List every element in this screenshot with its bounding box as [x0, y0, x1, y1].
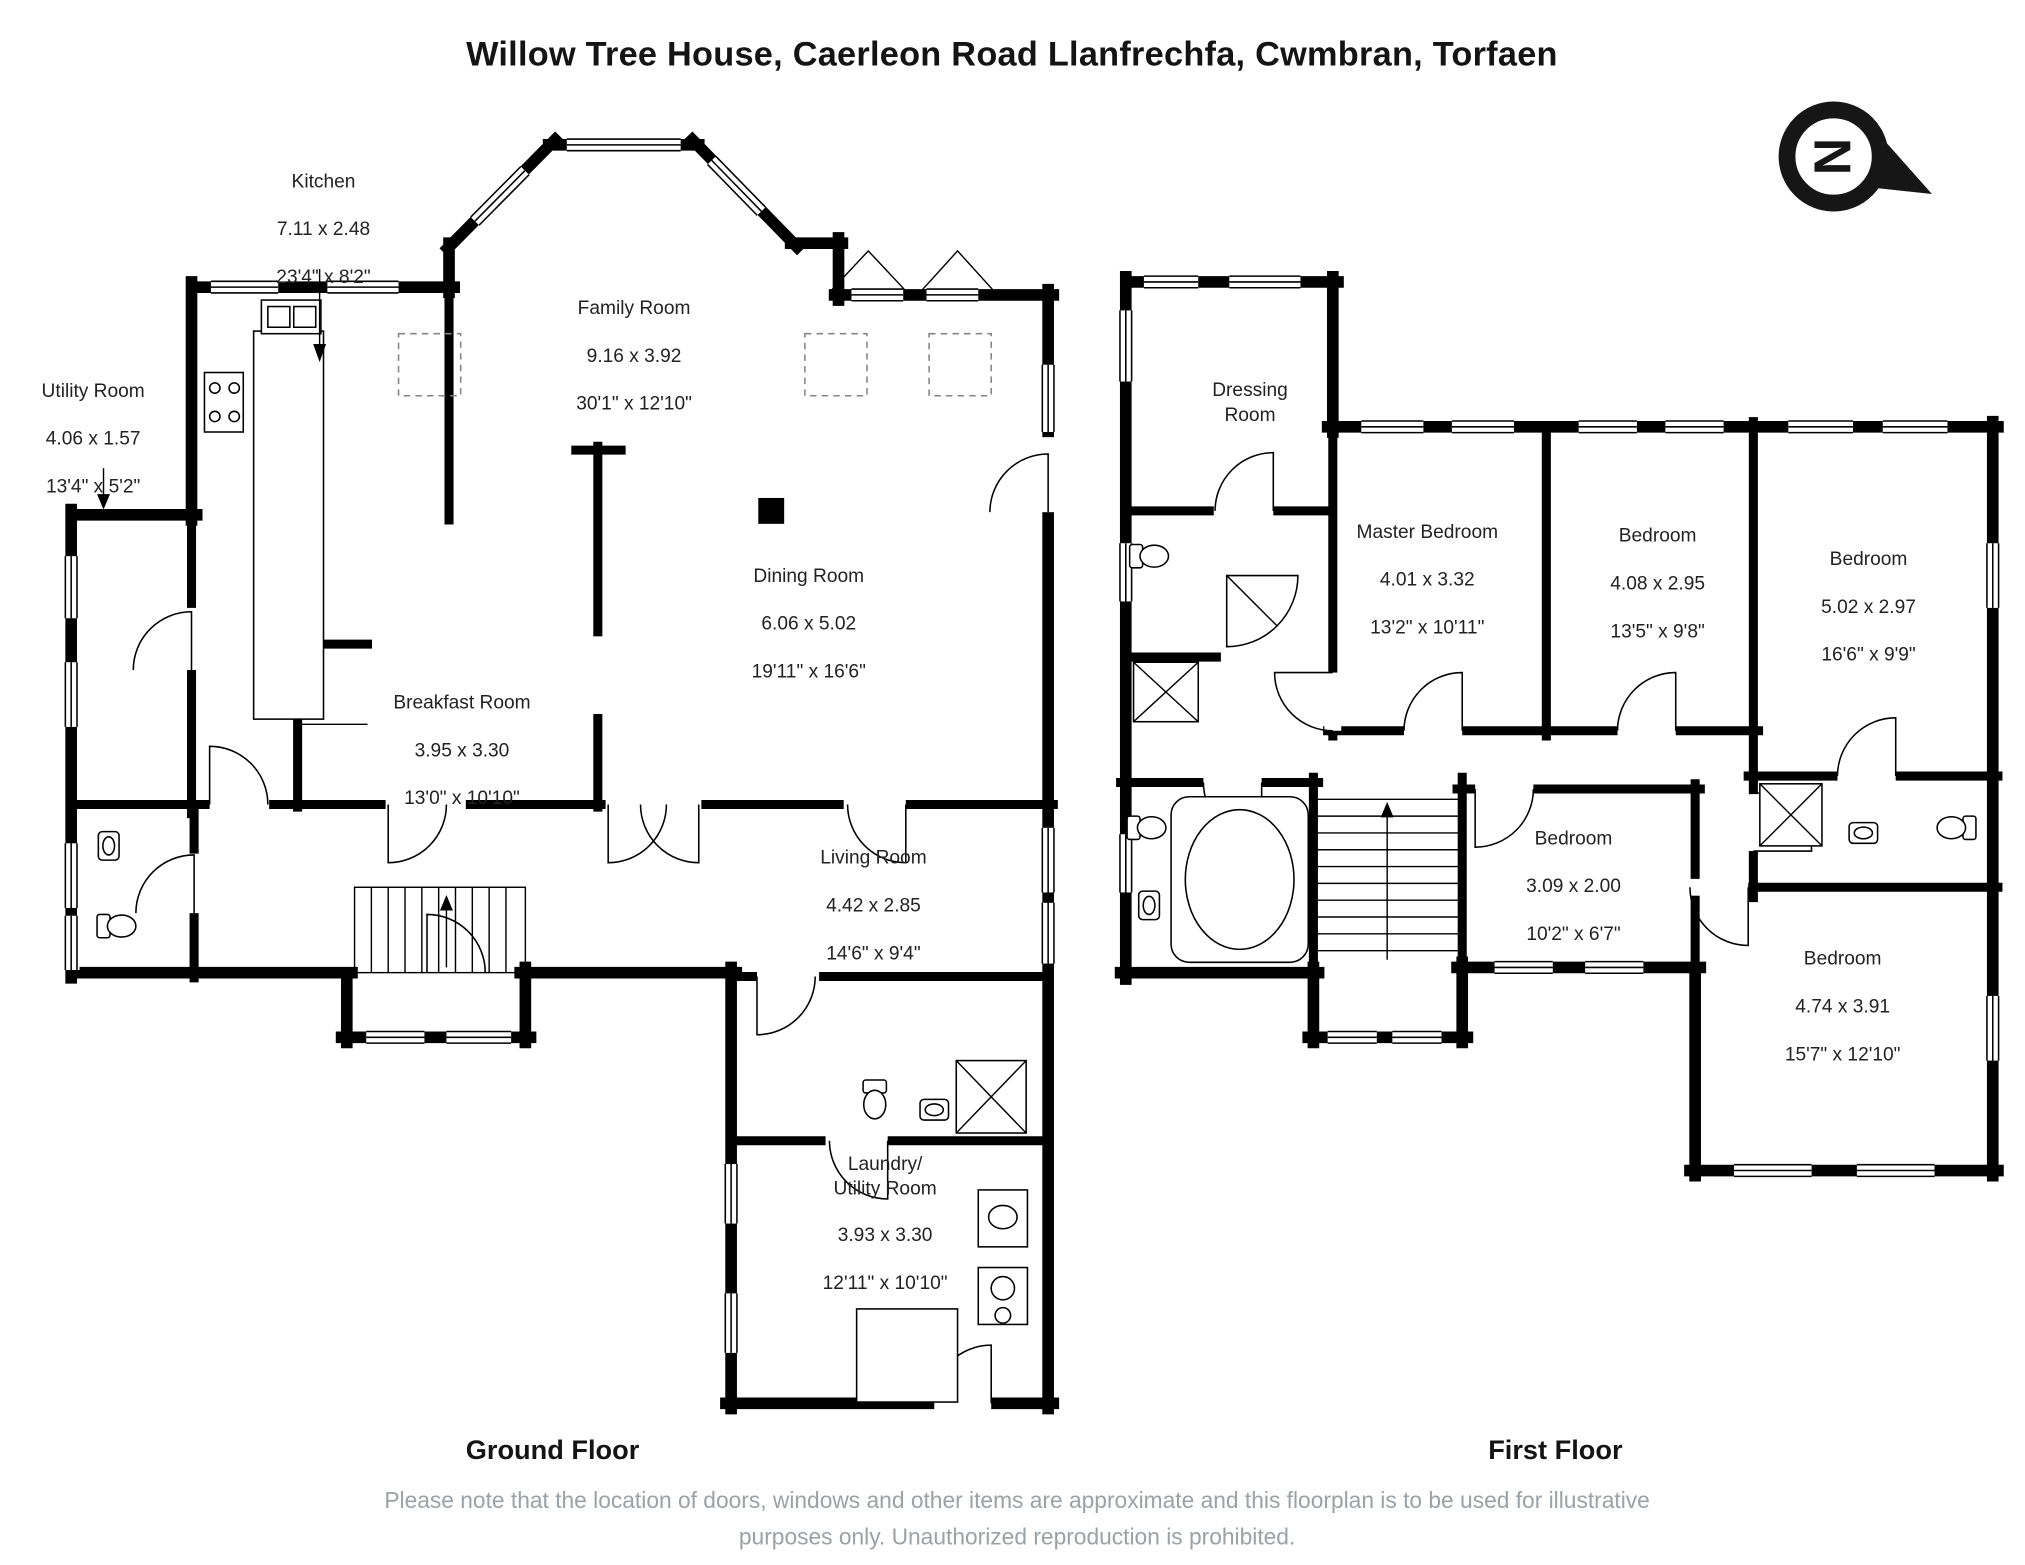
room-label-laundry: Laundry/ Utility Room 3.93 x 3.30 12'11"…	[823, 1130, 948, 1320]
room-imperial: 16'6" x 9'9"	[1821, 644, 1916, 666]
room-metric: 4.74 x 3.91	[1795, 996, 1891, 1018]
first-stairs	[1313, 798, 1463, 960]
room-name: Bedroom	[1803, 949, 1882, 971]
room-label-bedroom-5: Bedroom 4.74 x 3.91 15'7" x 12'10"	[1785, 925, 1901, 1091]
sink-icon	[1137, 890, 1161, 921]
room-imperial: 10'2" x 6'7"	[1526, 924, 1621, 945]
toilet-icon	[1126, 815, 1167, 841]
kitchen-island	[252, 330, 325, 720]
disclaimer-line-1: Please note that the location of doors, …	[384, 1487, 1650, 1514]
first-door-openings	[1203, 502, 1896, 896]
room-name: Utility Room	[41, 381, 145, 403]
room-label-bedroom-3: Bedroom 5.02 x 2.97 16'6" x 9'9"	[1821, 525, 1916, 691]
rooflight	[804, 332, 868, 397]
room-metric: 4.06 x 1.57	[45, 429, 141, 450]
sink-icon	[919, 1098, 950, 1121]
room-name: Family Room	[577, 298, 691, 320]
room-name: Dressing Room	[1212, 381, 1288, 426]
first-walls	[1114, 270, 2004, 1182]
toilet-icon	[1936, 815, 1977, 841]
roof-gables	[828, 249, 996, 293]
room-name: Kitchen	[291, 172, 356, 193]
room-name: Laundry/ Utility Room	[833, 1154, 937, 1200]
room-metric: 5.02 x 2.97	[1821, 597, 1916, 619]
room-name: Living Room	[820, 848, 927, 870]
room-metric: 4.42 x 2.85	[826, 896, 921, 917]
room-imperial: 13'2" x 10'11"	[1370, 617, 1485, 639]
room-imperial: 23'4" x 8'2"	[276, 267, 371, 288]
ground-fixtures	[96, 249, 1029, 1403]
room-metric: 7.11 x 2.48	[276, 219, 371, 241]
room-imperial: 13'4" x 5'2"	[45, 476, 141, 498]
utility-label-arrow	[97, 468, 110, 510]
first-fixtures	[1126, 543, 1977, 964]
ensuite-shower-icon	[1759, 783, 1823, 847]
room-metric: 4.08 x 2.95	[1610, 574, 1705, 595]
room-imperial: 13'5" x 9'8"	[1610, 621, 1705, 643]
corner-shower-icon	[1225, 574, 1299, 648]
north-compass-icon: N	[1778, 101, 1932, 212]
disclaimer-line-2: purposes only. Unauthorized reproduction…	[738, 1523, 1296, 1550]
toilet-icon	[96, 913, 137, 939]
room-metric: 3.09 x 2.00	[1526, 876, 1621, 898]
ground-stairs	[353, 886, 527, 974]
pillar	[758, 497, 785, 524]
compass-north-letter: N	[1803, 138, 1861, 175]
ground-floor-plan	[61, 131, 1060, 1415]
room-imperial: 14'6" x 9'4"	[826, 943, 921, 965]
room-label-family: Family Room 9.16 x 3.92 30'1" x 12'10"	[576, 274, 692, 440]
ground-floor-caption: Ground Floor	[465, 1435, 640, 1466]
room-metric: 3.95 x 3.30	[414, 740, 510, 762]
laundry-appliances	[855, 1189, 1029, 1403]
shower-icon	[955, 1059, 1027, 1134]
sink-icon	[97, 830, 120, 861]
room-label-breakfast: Breakfast Room 3.95 x 3.30 13'0" x 10'10…	[393, 668, 530, 834]
room-imperial: 15'7" x 12'10"	[1784, 1044, 1901, 1066]
toilet-icon	[862, 1079, 888, 1120]
room-label-dressing: Dressing Room	[1212, 356, 1288, 451]
stove-icon	[203, 371, 245, 433]
first-floor-caption: First Floor	[1488, 1435, 1623, 1466]
room-metric: 3.93 x 3.30	[837, 1226, 933, 1247]
room-metric: 6.06 x 5.02	[761, 614, 857, 635]
rooflight	[928, 332, 992, 397]
room-label-utility: Utility Room 4.06 x 1.57 13'4" x 5'2"	[42, 357, 145, 523]
room-label-kitchen: Kitchen 7.11 x 2.48 23'4" x 8'2"	[276, 147, 370, 313]
room-metric: 4.01 x 3.32	[1379, 570, 1475, 591]
cupboard-icon	[1132, 661, 1200, 723]
first-floor-plan	[1114, 270, 2004, 1182]
room-imperial: 30'1" x 12'10"	[576, 393, 692, 415]
room-imperial: 19'11" x 16'6"	[751, 661, 866, 683]
rooflight	[397, 332, 462, 397]
room-name: Bedroom	[1534, 829, 1613, 850]
room-label-living: Living Room 4.42 x 2.85 14'6" x 9'4"	[820, 824, 926, 990]
room-name: Bedroom	[1618, 526, 1697, 548]
room-name: Breakfast Room	[393, 693, 531, 715]
room-label-bedroom-4: Bedroom 3.09 x 2.00 10'2" x 6'7"	[1526, 804, 1621, 970]
room-label-master-bedroom: Master Bedroom 4.01 x 3.32 13'2" x 10'11…	[1357, 498, 1499, 664]
room-name: Bedroom	[1829, 549, 1908, 571]
kitchen-label-arrow	[313, 269, 327, 363]
toilet-icon	[1128, 543, 1170, 569]
sink-icon	[1848, 821, 1879, 845]
room-label-bedroom-2: Bedroom 4.08 x 2.95 13'5" x 9'8"	[1610, 502, 1705, 668]
room-imperial: 12'11" x 10'10"	[822, 1273, 948, 1295]
page-title: Willow Tree House, Caerleon Road Llanfre…	[466, 34, 1558, 74]
room-metric: 9.16 x 3.92	[586, 346, 682, 368]
room-imperial: 13'0" x 10'10"	[404, 788, 520, 810]
bathtub-icon	[1170, 795, 1310, 964]
room-label-dining: Dining Room 6.06 x 5.02 19'11" x 16'6"	[752, 542, 866, 708]
room-name: Dining Room	[753, 566, 865, 588]
room-name: Master Bedroom	[1356, 522, 1499, 544]
